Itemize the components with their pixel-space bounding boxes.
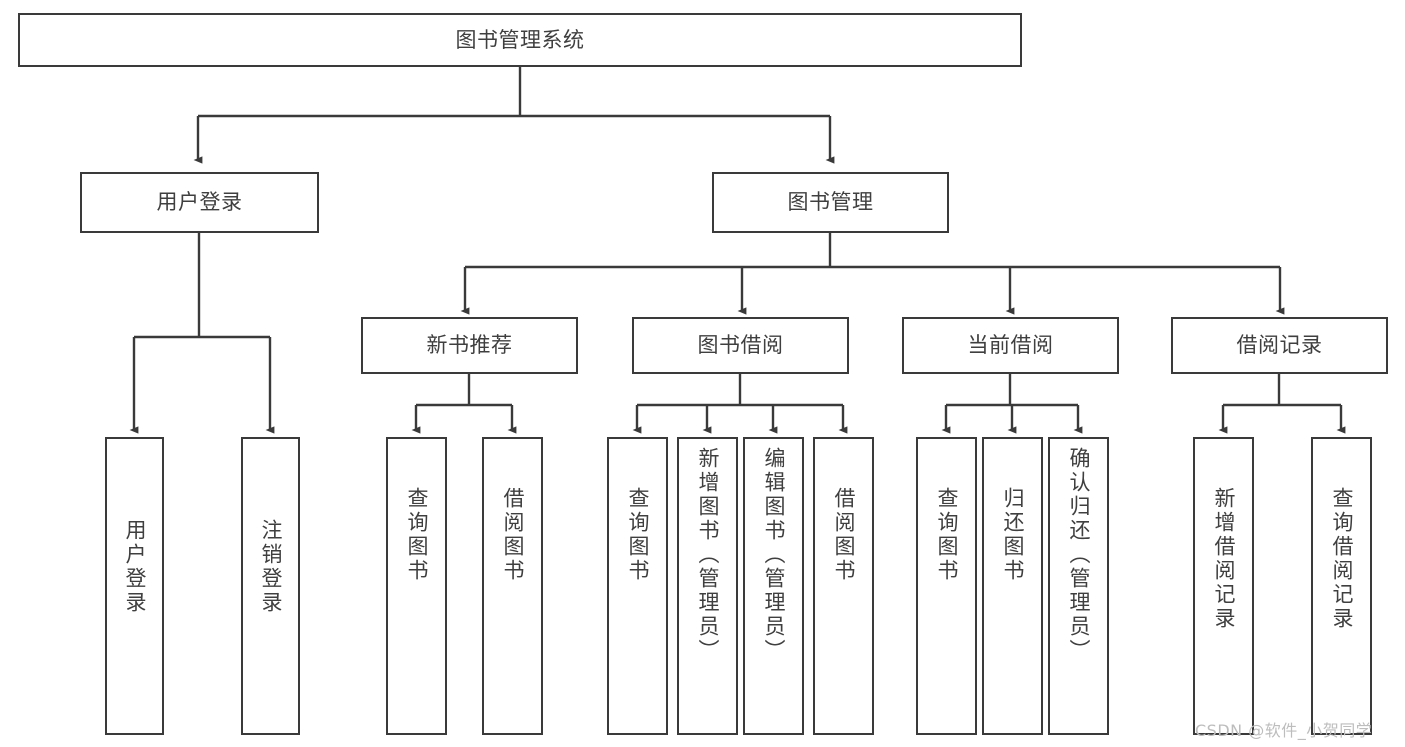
node-label: 新书推荐 <box>426 333 513 358</box>
node-borrow-record[interactable]: 借阅记录 <box>1171 317 1388 374</box>
node-leaf-query-book-new[interactable]: 查询图书 <box>386 437 447 735</box>
node-label: 归还图书 <box>1001 487 1025 583</box>
node-book-borrow[interactable]: 图书借阅 <box>632 317 849 374</box>
node-label: 图书借阅 <box>697 333 784 358</box>
node-label: 查询借阅记录 <box>1330 487 1354 631</box>
node-leaf-add-book-admin[interactable]: 新增图书（管理员） <box>677 437 738 735</box>
node-leaf-user-login[interactable]: 用户登录 <box>105 437 164 735</box>
node-label: 新增借阅记录 <box>1212 487 1236 631</box>
node-leaf-add-borrow-record[interactable]: 新增借阅记录 <box>1193 437 1254 735</box>
node-user-login[interactable]: 用户登录 <box>80 172 319 233</box>
node-leaf-return-book[interactable]: 归还图书 <box>982 437 1043 735</box>
node-leaf-confirm-return-admin[interactable]: 确认归还（管理员） <box>1048 437 1109 735</box>
node-leaf-query-book-current[interactable]: 查询图书 <box>916 437 977 735</box>
node-label: 新增图书（管理员） <box>696 447 720 663</box>
node-leaf-logout[interactable]: 注销登录 <box>241 437 300 735</box>
node-label: 借阅图书 <box>501 487 525 583</box>
node-book-management[interactable]: 图书管理 <box>712 172 949 233</box>
node-label: 查询图书 <box>935 487 959 583</box>
node-label: 查询图书 <box>626 487 650 583</box>
node-label: 图书管理 <box>787 190 874 215</box>
node-label: 借阅记录 <box>1236 333 1323 358</box>
csdn-watermark: CSDN @软件_小贺同学 <box>1195 721 1373 740</box>
node-label: 借阅图书 <box>832 487 856 583</box>
node-current-borrow[interactable]: 当前借阅 <box>902 317 1119 374</box>
node-new-book-recommend[interactable]: 新书推荐 <box>361 317 578 374</box>
node-leaf-borrow-book[interactable]: 借阅图书 <box>813 437 874 735</box>
node-label: 用户登录 <box>156 190 243 215</box>
node-leaf-query-borrow-record[interactable]: 查询借阅记录 <box>1311 437 1372 735</box>
node-label: 注销登录 <box>259 519 283 615</box>
node-label: 用户登录 <box>123 519 147 615</box>
node-root-book-management-system[interactable]: 图书管理系统 <box>18 13 1022 67</box>
node-leaf-edit-book-admin[interactable]: 编辑图书（管理员） <box>743 437 804 735</box>
node-label: 确认归还（管理员） <box>1067 447 1091 663</box>
node-leaf-query-book-borrow[interactable]: 查询图书 <box>607 437 668 735</box>
node-leaf-borrow-book-new[interactable]: 借阅图书 <box>482 437 543 735</box>
node-label: 当前借阅 <box>967 333 1054 358</box>
node-label: 图书管理系统 <box>455 27 585 52</box>
node-label: 查询图书 <box>405 487 429 583</box>
node-label: 编辑图书（管理员） <box>762 447 786 663</box>
